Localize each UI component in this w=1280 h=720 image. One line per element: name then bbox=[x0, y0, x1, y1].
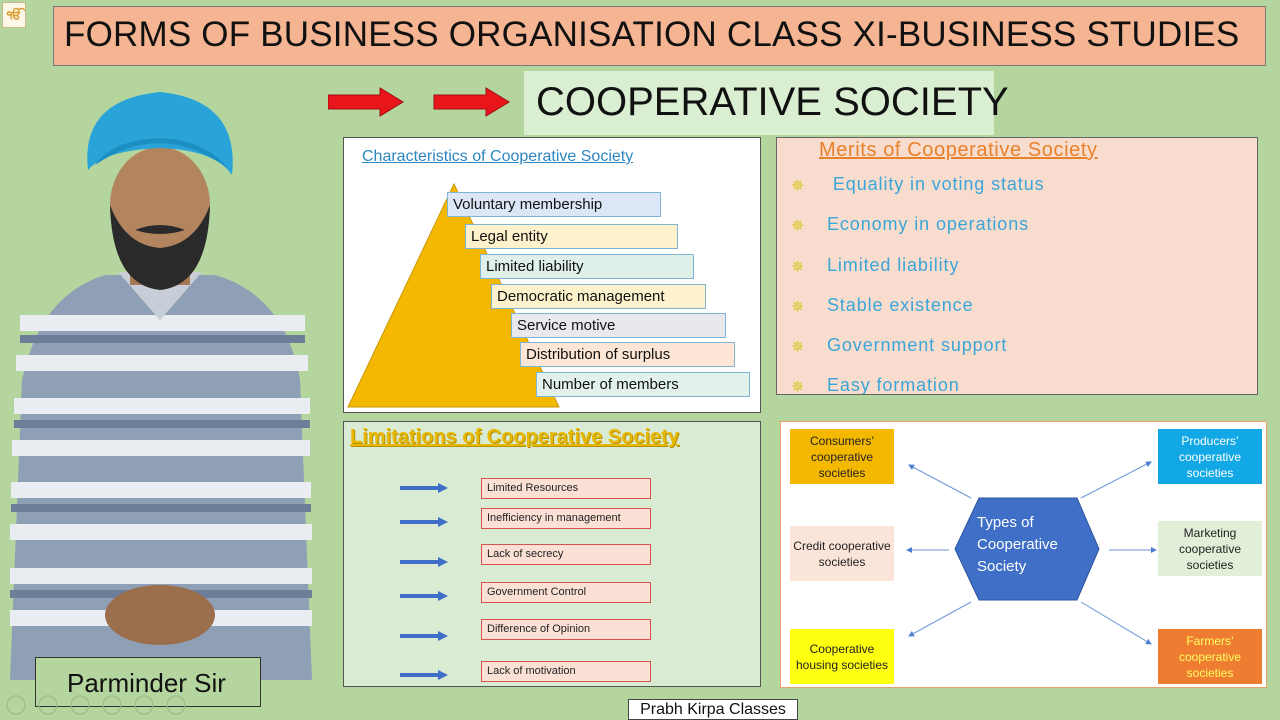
characteristic-item: Distribution of surplus bbox=[520, 342, 735, 367]
limitations-title: Limitations of Cooperative Society bbox=[350, 426, 679, 448]
connector-consumers bbox=[908, 464, 972, 499]
presenter-name-box: Parminder Sir bbox=[35, 657, 261, 707]
limitation-item: Lack of secrecy bbox=[481, 544, 651, 565]
subtitle: COOPERATIVE SOCIETY bbox=[536, 80, 1009, 124]
types-panel: Types of Cooperative Society Consumers’ … bbox=[780, 421, 1267, 688]
star-bullet-icon: ✵ bbox=[791, 339, 805, 356]
right-arrow-icon bbox=[400, 557, 448, 567]
right-arrow-icon bbox=[400, 631, 448, 641]
star-bullet-icon: ✵ bbox=[791, 379, 805, 395]
limitation-item: Limited Resources bbox=[481, 478, 651, 499]
red-arrows bbox=[328, 87, 510, 117]
type-consumers: Consumers’ cooperative societies bbox=[790, 429, 894, 484]
merits-panel: Merits of Cooperative Society ✵ Equality… bbox=[776, 137, 1258, 395]
type-housing: Cooperative housing societies bbox=[790, 629, 894, 684]
presenter-name: Parminder Sir bbox=[67, 668, 226, 698]
merit-text: Stable existence bbox=[827, 295, 974, 315]
merit-text: Limited liability bbox=[827, 255, 960, 275]
type-credit: Credit cooperative societies bbox=[790, 526, 894, 581]
types-diagram-connectors bbox=[906, 461, 1157, 645]
type-marketing: Marketing cooperative societies bbox=[1158, 521, 1262, 576]
right-arrow-icon bbox=[400, 670, 448, 680]
limitation-item: Government Control bbox=[481, 582, 651, 603]
red-arrow-icon bbox=[433, 87, 510, 117]
types-center-label: Types of Cooperative Society bbox=[977, 514, 1058, 575]
merit-text: Equality in voting status bbox=[827, 174, 1045, 194]
limitation-item: Lack of motivation bbox=[481, 661, 651, 682]
merit-text: Economy in operations bbox=[827, 214, 1030, 234]
merits-title: Merits of Cooperative Society bbox=[819, 139, 1098, 161]
channel-logo-icon: ੴ bbox=[2, 2, 26, 28]
characteristic-item: Legal entity bbox=[465, 224, 678, 249]
limitation-item: Inefficiency in management bbox=[481, 508, 651, 529]
presenter-image bbox=[10, 92, 312, 680]
subtitle-box: COOPERATIVE SOCIETY bbox=[524, 71, 1009, 135]
star-bullet-icon: ✵ bbox=[791, 259, 805, 276]
right-arrow-icon bbox=[400, 591, 448, 601]
merit-text: Government support bbox=[827, 335, 1008, 355]
star-bullet-icon: ✵ bbox=[791, 299, 805, 316]
header-banner: FORMS OF BUSINESS ORGANISATION CLASS XI-… bbox=[53, 6, 1266, 66]
type-producers: Producers’ cooperative societies bbox=[1158, 429, 1262, 484]
characteristic-item: Voluntary membership bbox=[447, 192, 661, 217]
characteristics-title: Characteristics of Cooperative Society bbox=[362, 148, 634, 165]
types-hexagon bbox=[954, 497, 1100, 601]
characteristic-item: Limited liability bbox=[480, 254, 694, 279]
right-arrow-icon bbox=[400, 483, 448, 493]
characteristic-item: Service motive bbox=[511, 313, 726, 338]
star-bullet-icon: ✵ bbox=[791, 178, 805, 195]
characteristics-panel: Characteristics of Cooperative Society V… bbox=[343, 137, 761, 413]
type-farmers: Farmers’ cooperative societies bbox=[1158, 629, 1262, 684]
characteristic-item: Democratic management bbox=[491, 284, 706, 309]
limitation-item: Difference of Opinion bbox=[481, 619, 651, 640]
characteristic-item: Number of members bbox=[536, 372, 750, 397]
page-title: FORMS OF BUSINESS ORGANISATION CLASS XI-… bbox=[64, 15, 1240, 54]
star-bullet-icon: ✵ bbox=[791, 218, 805, 235]
prev-slide-icon bbox=[6, 695, 26, 715]
slide-controls[interactable] bbox=[4, 694, 194, 716]
red-arrow-icon bbox=[328, 87, 404, 117]
merit-text: Easy formation bbox=[827, 375, 960, 395]
limitations-panel: Limitations of Cooperative Society Limit… bbox=[343, 421, 761, 687]
right-arrow-icon bbox=[400, 517, 448, 527]
footer-label: Prabh Kirpa Classes bbox=[628, 699, 798, 720]
